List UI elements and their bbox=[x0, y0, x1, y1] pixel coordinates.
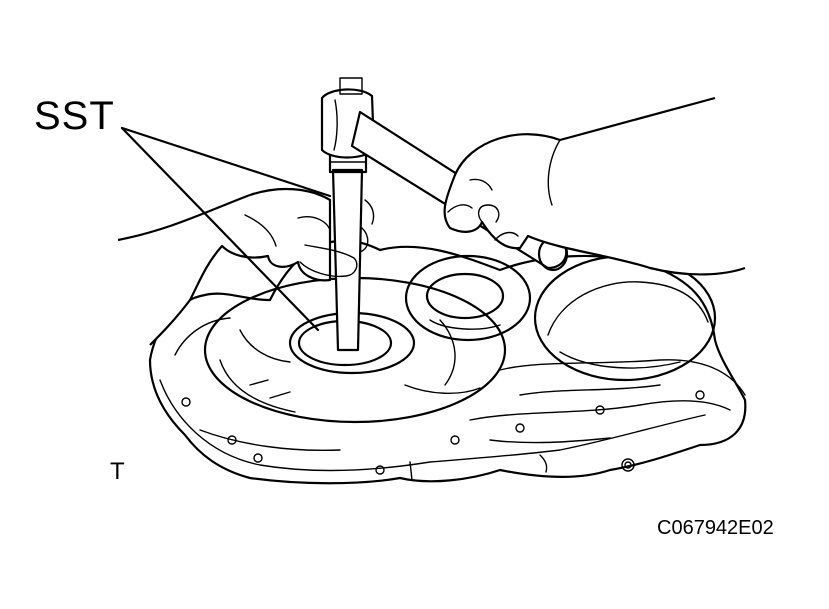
sst-leader-lines bbox=[120, 126, 332, 332]
right-hand bbox=[443, 96, 746, 276]
side-mark-label: T bbox=[110, 458, 125, 485]
oil-seal-ring bbox=[404, 254, 532, 342]
sst-label: SST bbox=[34, 94, 115, 138]
figure-code: C067942E02 bbox=[657, 517, 774, 539]
left-hand bbox=[117, 187, 375, 346]
